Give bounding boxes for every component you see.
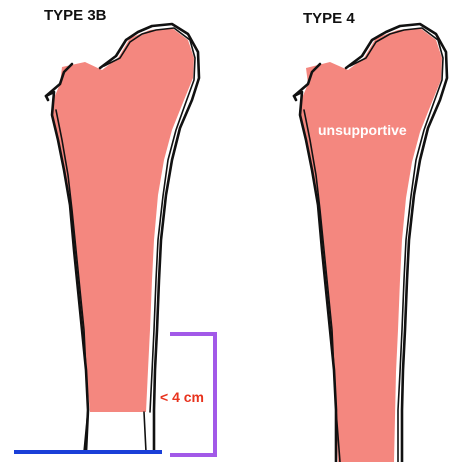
panel-type-4: unsupportive (294, 24, 447, 462)
panel-type-3b (46, 24, 199, 452)
distal-white-zone-3b (90, 412, 146, 452)
measurement-label: < 4 cm (160, 389, 204, 405)
panel-title-type-4: TYPE 4 (303, 10, 355, 27)
panel-title-type-3b: TYPE 3B (44, 7, 107, 24)
unsupportive-label: unsupportive (318, 122, 407, 138)
measurement-bracket: < 4 cm (160, 334, 215, 455)
